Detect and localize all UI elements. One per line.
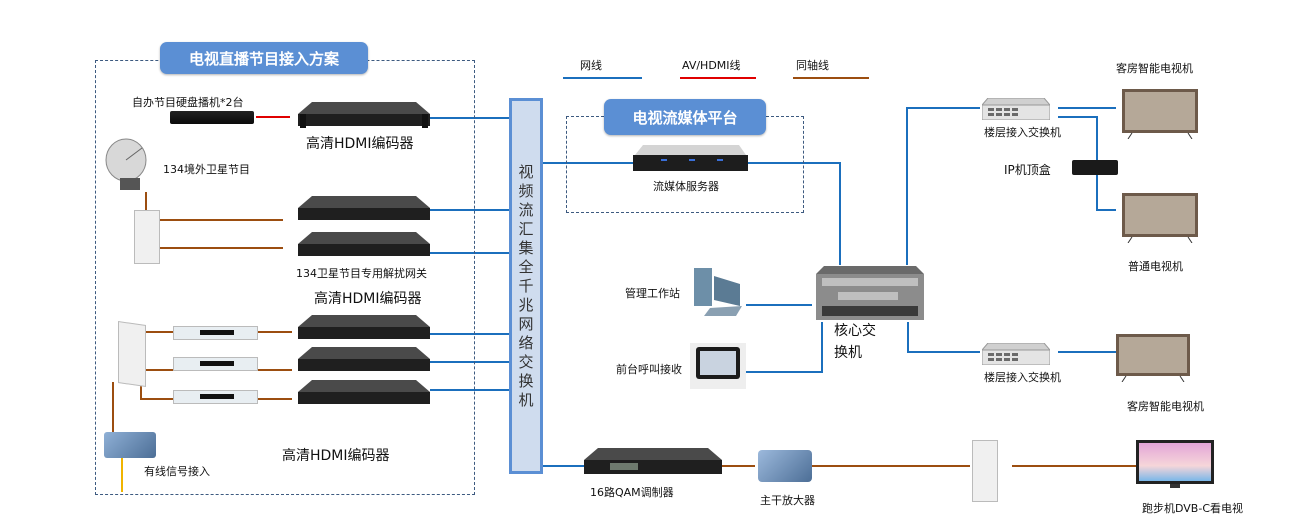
smart-tv-1-label: 客房智能电视机 (1116, 62, 1193, 75)
hdd-player-label: 自办节目硬盘播机*2台 (132, 96, 244, 109)
streaming-server-icon (633, 145, 748, 173)
qam-modulator-label: 16路QAM调制器 (590, 486, 674, 499)
hdmi-encoder-1-label: 高清HDMI编码器 (306, 136, 414, 152)
core-switch-label-line2: 换机 (834, 345, 862, 361)
smart-tv-1-icon (1122, 89, 1198, 140)
aggregation-switch-char: 集 (518, 238, 534, 257)
receiver-1-icon (173, 326, 258, 340)
streaming-server-label: 流媒体服务器 (653, 180, 719, 193)
management-workstation-label: 管理工作站 (625, 287, 680, 300)
aggregation-switch-char: 网 (518, 314, 534, 333)
legend-label-network: 网线 (580, 59, 602, 72)
aggregation-switch: 视频流汇集全千兆网络交换机 (509, 98, 543, 474)
smart-tv-2-label: 客房智能电视机 (1127, 400, 1204, 413)
descrambler-gateway-1 (298, 196, 430, 222)
aggregation-switch-char: 络 (518, 333, 534, 352)
treadmill-tv-label: 跑步机DVB-C看电视 (1142, 502, 1243, 515)
satellite-dish-icon (102, 138, 152, 192)
floor-switch-2-icon (980, 342, 1052, 366)
floor-switch-1-label: 楼层接入交换机 (984, 126, 1061, 139)
cable-input-amplifier-icon (104, 432, 156, 458)
hdmi-encoder-3-label: 高清HDMI编码器 (282, 448, 390, 464)
aggregation-switch-char: 兆 (518, 295, 534, 314)
aggregation-switch-char: 频 (518, 181, 534, 200)
normal-tv-icon (1122, 193, 1198, 244)
legend-label-coax: 同轴线 (796, 59, 829, 72)
normal-tv-label: 普通电视机 (1128, 260, 1183, 273)
trunk-amplifier-icon (758, 450, 812, 482)
satellite-label: 134境外卫星节目 (163, 163, 250, 176)
ip-set-top-box-icon (1072, 160, 1118, 175)
ip-set-top-box-label: IP机顶盒 (1004, 163, 1051, 177)
hdmi-encoder-2-label: 高清HDMI编码器 (314, 291, 422, 307)
streaming-section-title: 电视流媒体平台 (604, 99, 766, 135)
core-switch-label-line1: 核心交 (834, 323, 876, 339)
receiver-3-icon (173, 390, 258, 404)
aggregation-switch-char: 机 (518, 390, 534, 409)
trunk-splitter-icon (972, 440, 998, 502)
cable-input-label: 有线信号接入 (144, 465, 210, 478)
hdmi-encoder-3c (298, 380, 430, 406)
core-switch-icon (812, 266, 928, 322)
aggregation-switch-char: 交 (518, 352, 534, 371)
satellite-splitter-icon (134, 210, 160, 264)
aggregation-switch-char: 全 (518, 257, 534, 276)
aggregation-switch-char: 流 (518, 200, 534, 219)
receiver-2-icon (173, 357, 258, 371)
legend-label-av-hdmi: AV/HDMI线 (682, 59, 741, 72)
descrambler-gateway-label: 134卫星节目专用解扰网关 (296, 267, 427, 280)
aggregation-switch-char: 千 (518, 276, 534, 295)
aggregation-switch-char: 汇 (518, 219, 534, 238)
aggregation-switch-char: 视 (518, 162, 534, 181)
trunk-amplifier-label: 主干放大器 (760, 494, 815, 507)
cable-splitter-icon (118, 321, 146, 387)
qam-modulator-icon (584, 448, 722, 476)
treadmill-tv-icon (1136, 440, 1214, 490)
front-desk-tablet-icon (690, 343, 746, 389)
wires-coax (112, 192, 1136, 467)
aggregation-switch-char: 换 (518, 371, 534, 390)
live-tv-section-title: 电视直播节目接入方案 (160, 42, 368, 74)
hdmi-encoder-1 (298, 102, 430, 128)
hdmi-encoder-3a (298, 315, 430, 341)
smart-tv-2-icon (1116, 334, 1190, 383)
hdmi-encoder-3b (298, 347, 430, 373)
floor-switch-1-icon (980, 97, 1052, 121)
floor-switch-2-label: 楼层接入交换机 (984, 371, 1061, 384)
front-desk-label: 前台呼叫接收 (616, 363, 682, 376)
wires-network-encoders (430, 107, 1116, 467)
management-workstation-icon (690, 266, 746, 318)
hdd-player-icon (170, 111, 254, 124)
descrambler-gateway-2 (298, 232, 430, 258)
